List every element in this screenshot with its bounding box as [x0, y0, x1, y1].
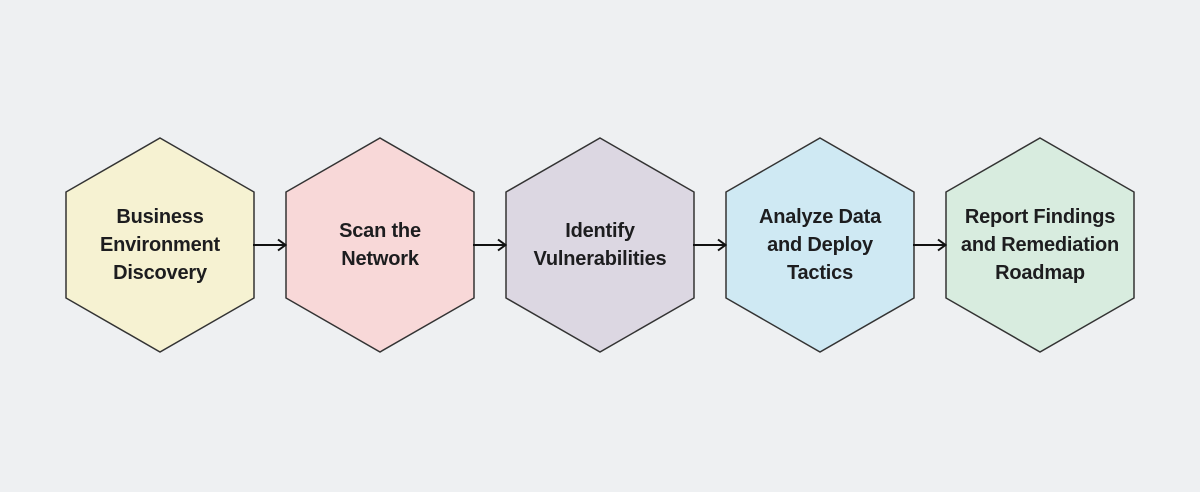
hexagon-shape	[945, 137, 1135, 353]
hexagon-shape	[65, 137, 255, 353]
arrow-icon	[693, 238, 727, 252]
arrow-icon	[253, 238, 287, 252]
flow-arrow	[253, 137, 287, 353]
flow-arrow	[473, 137, 507, 353]
flow-arrow	[913, 137, 947, 353]
hexagon-shape	[505, 137, 695, 353]
arrow-icon	[473, 238, 507, 252]
arrow-icon	[913, 238, 947, 252]
hexagon-shape	[725, 137, 915, 353]
flow-arrow	[693, 137, 727, 353]
hexagon-shape	[285, 137, 475, 353]
